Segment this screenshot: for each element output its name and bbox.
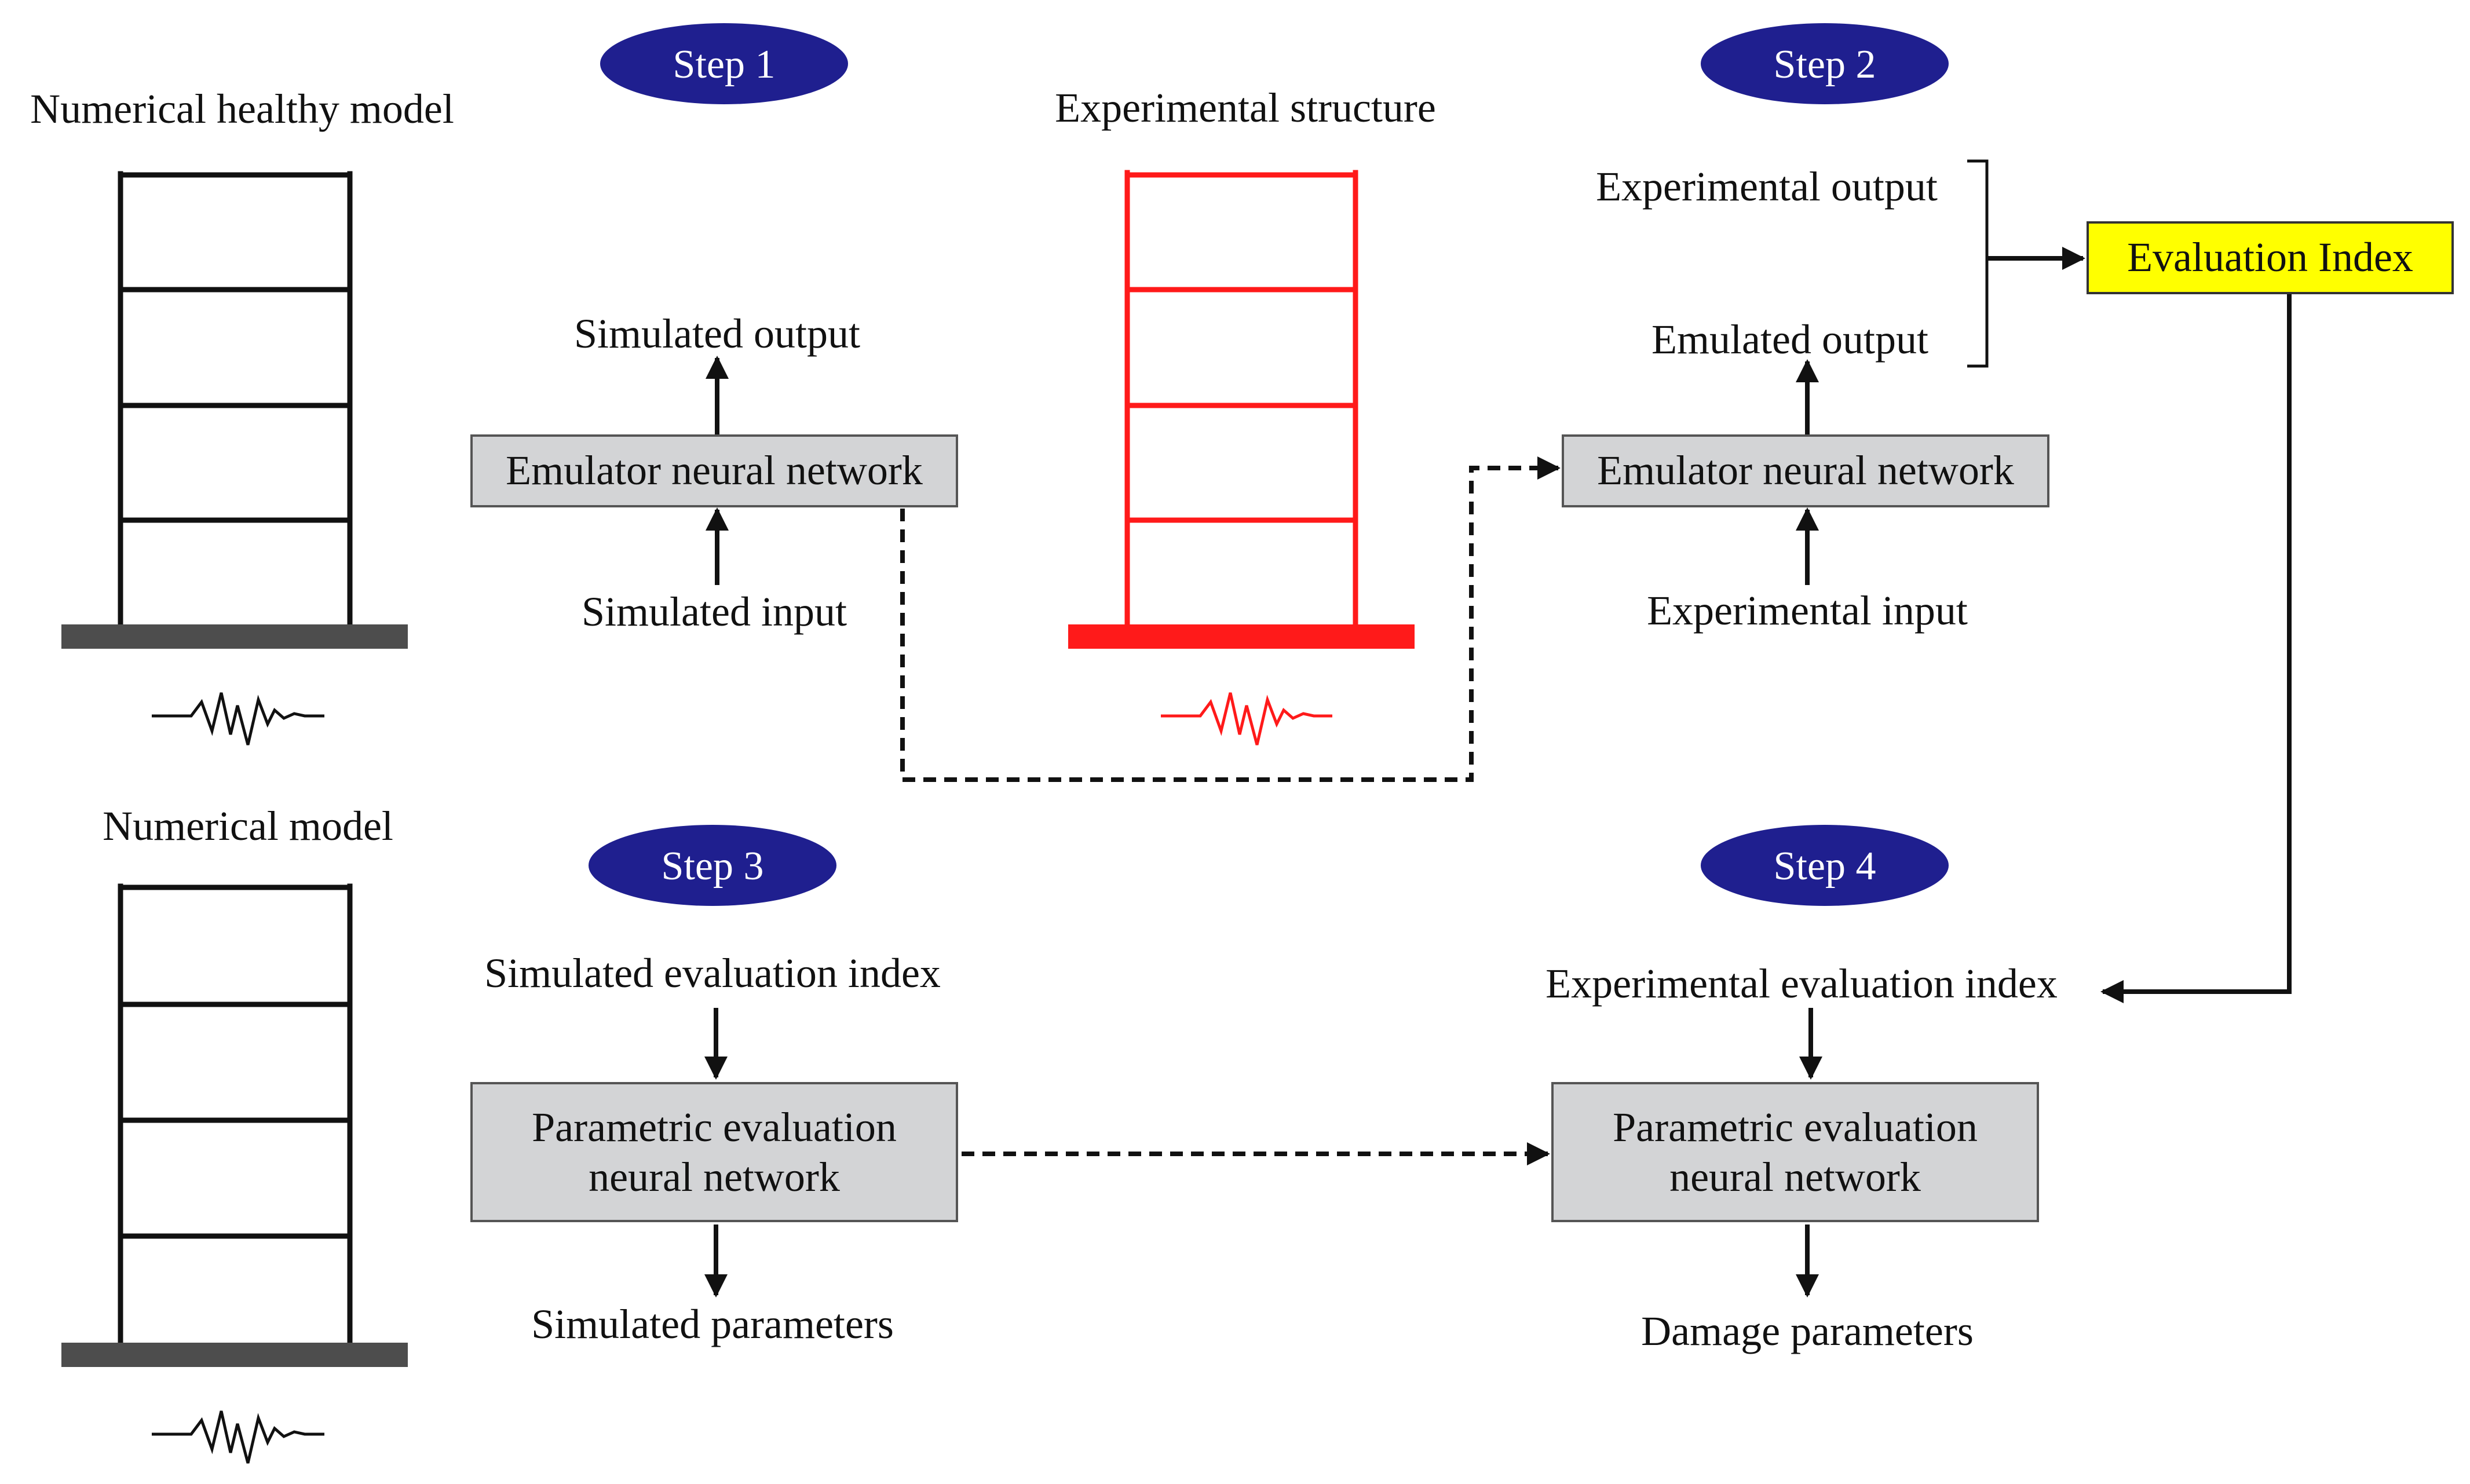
svg-text:Emulator neural network: Emulator neural network xyxy=(1597,447,2014,494)
step-1-badge: Step 1 xyxy=(600,23,848,104)
numerical-model-frame xyxy=(118,883,353,1348)
numerical-model-excitation-icon xyxy=(152,1410,324,1464)
experimental-structure-ground xyxy=(1068,624,1415,649)
healthy-model-frame xyxy=(118,171,353,628)
experimental-excitation-icon xyxy=(1161,692,1332,745)
step-3-badge: Step 3 xyxy=(589,825,836,906)
experimental-structure-label: Experimental structure xyxy=(1055,85,1436,131)
svg-text:Emulator neural network: Emulator neural network xyxy=(506,447,923,494)
healthy-model-ground xyxy=(61,624,408,649)
svg-text:Step 1: Step 1 xyxy=(673,42,776,87)
svg-text:neural network: neural network xyxy=(589,1154,840,1200)
simulated-parameters-label: Simulated parameters xyxy=(531,1301,894,1347)
svg-text:Parametric evaluation: Parametric evaluation xyxy=(532,1104,897,1150)
step2-emulator-network-box: Emulator neural network xyxy=(1562,434,2049,507)
experimental-structure-frame xyxy=(1124,170,1358,633)
healthy-model-label: Numerical healthy model xyxy=(30,86,454,132)
evaluation-index-box: Evaluation Index xyxy=(2087,221,2454,294)
simulated-input-label: Simulated input xyxy=(582,589,847,635)
step4-parametric-network-box: Parametric evaluation neural network xyxy=(1551,1082,2039,1222)
experimental-output-label: Experimental output xyxy=(1596,163,1938,210)
svg-text:Step 4: Step 4 xyxy=(1774,844,1876,889)
numerical-model-ground xyxy=(61,1343,408,1367)
svg-text:Step 3: Step 3 xyxy=(662,844,764,889)
emulated-output-label: Emulated output xyxy=(1651,316,1928,363)
step-4-badge: Step 4 xyxy=(1701,825,1949,906)
svg-text:neural network: neural network xyxy=(1669,1154,1921,1200)
experimental-input-label: Experimental input xyxy=(1647,587,1968,634)
damage-parameters-label: Damage parameters xyxy=(1641,1308,1974,1354)
simulated-output-label: Simulated output xyxy=(574,310,860,357)
simulated-evaluation-index-label: Simulated evaluation index xyxy=(484,950,941,996)
network-transfer-dashed-arrow-top xyxy=(900,456,1561,782)
healthy-model-excitation-icon xyxy=(152,692,324,745)
svg-text:Evaluation Index: Evaluation Index xyxy=(2127,234,2413,280)
step-2-badge: Step 2 xyxy=(1701,23,1949,104)
svg-text:Parametric evaluation: Parametric evaluation xyxy=(1613,1104,1978,1150)
experimental-evaluation-index-label: Experimental evaluation index xyxy=(1545,960,2058,1007)
numerical-model-label: Numerical model xyxy=(103,803,393,849)
outputs-bracket xyxy=(1967,159,1989,368)
evaluation-to-step4-arrow xyxy=(2100,294,2292,1003)
svg-text:Step 2: Step 2 xyxy=(1774,42,1876,87)
step3-parametric-network-box: Parametric evaluation neural network xyxy=(470,1082,958,1222)
step1-emulator-network-box: Emulator neural network xyxy=(470,434,958,507)
